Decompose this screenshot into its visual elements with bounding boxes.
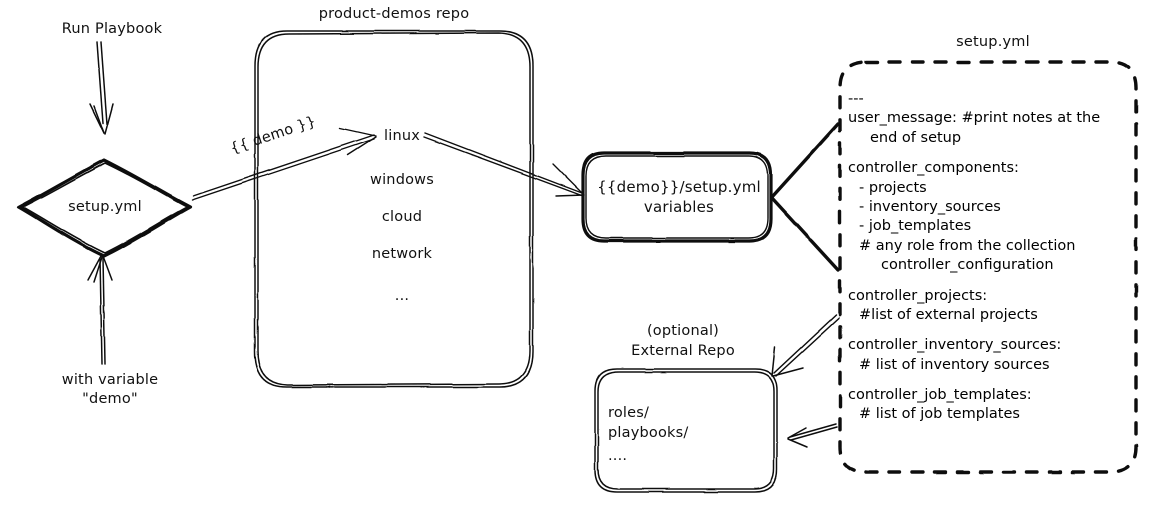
setup-yml-line: controller_inventory_sources:: [848, 337, 1062, 354]
setup-yml-line: controller_configuration: [881, 257, 1054, 274]
setup-yml-blank-line: [848, 325, 1138, 336]
setup-yml-blank-line: [848, 276, 1138, 287]
setup-yml-line: ---: [848, 91, 864, 107]
label-with-variable-line2: "demo": [82, 391, 138, 407]
repo-item-cloud: cloud: [381, 209, 423, 225]
external-repo-item-ellipsis: ....: [608, 448, 628, 464]
arrow-projects-to-external-repo: [771, 314, 840, 377]
label-run-playbook: Run Playbook: [61, 21, 163, 37]
box-demo-setup-variables: [581, 151, 773, 243]
setup-yml-line: controller_projects:: [848, 287, 988, 304]
setup-yml-line: controller_components:: [848, 160, 1019, 177]
box-product-demos-repo: [254, 30, 534, 388]
arrow-with-variable: [87, 255, 113, 365]
repo-item-ellipsis: ...: [394, 288, 410, 304]
label-external-repo-title: External Repo: [631, 343, 735, 359]
setup-yml-line: - projects: [859, 179, 927, 196]
setup-yml-line: - inventory_sources: [859, 198, 1001, 215]
setup-yml-line: - job_templates: [859, 218, 972, 235]
setup-yml-line: # any role from the collection: [859, 237, 1076, 254]
setup-yml-line: # list of job templates: [859, 406, 1020, 423]
setup-yml-line: end of setup: [870, 129, 962, 146]
arrow-demo-to-linux: [191, 127, 377, 201]
setup-yml-line: user_message: #print notes at the: [848, 110, 1101, 127]
arrow-jobtemplates-to-external-repo: [787, 423, 838, 448]
node-setup-yml-diamond: [17, 158, 192, 258]
label-product-demos-repo-title: product-demos repo: [318, 6, 470, 22]
arrow-run-playbook: [89, 41, 114, 135]
box-setup-yml-file: [838, 60, 1138, 474]
box-demo-setup-variables-2: [585, 155, 769, 239]
setup-yml-line: controller_job_templates:: [848, 387, 1032, 404]
repo-item-linux: linux: [383, 128, 421, 144]
node-setup-yml-diamond-2: [22, 162, 188, 254]
setup-yml-blank-line: [848, 375, 1138, 386]
repo-item-windows: windows: [370, 172, 434, 188]
label-external-repo-optional: (optional): [646, 323, 720, 339]
vars-box-line1: {{demo}}/setup.yml: [597, 178, 761, 196]
setup-yml-blank-line: [848, 148, 1138, 159]
setup-yml-line: # list of inventory sources: [859, 356, 1050, 373]
external-repo-item-roles: roles/: [608, 405, 650, 421]
vars-box-line2: variables: [643, 198, 715, 216]
connector-setup-to-vars: [770, 122, 840, 272]
setup-yml-content: --- user_message: #print notes at the end …: [848, 90, 1138, 425]
setup-yml-line: #list of external projects: [859, 306, 1038, 323]
arrow-linux-to-vars: [423, 132, 585, 197]
box-external-repo: [594, 368, 778, 493]
external-repo-item-playbooks: playbooks/: [608, 425, 689, 441]
label-with-variable-line1: with variable: [61, 372, 159, 388]
repo-item-network: network: [371, 246, 433, 262]
label-setup-yml-file-title: setup.yml: [956, 34, 1030, 50]
node-label-setup-yml: setup.yml: [68, 199, 142, 215]
